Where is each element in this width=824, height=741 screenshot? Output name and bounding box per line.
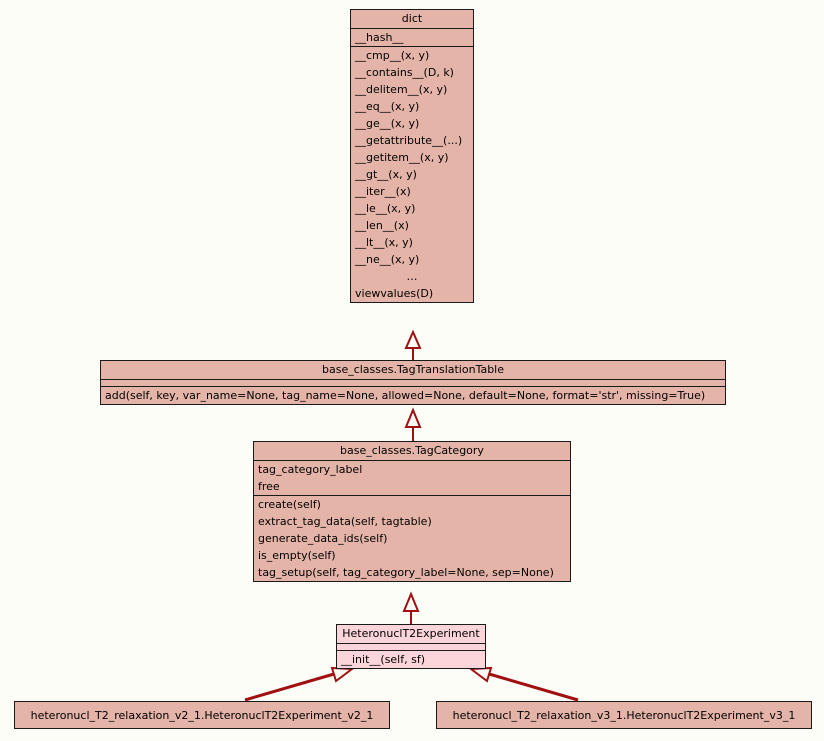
class-attributes-compartment-empty [101,379,725,386]
class-attributes-compartment: tag_category_label free [254,460,570,495]
edge-heteronuclt2experiment-to-tagcategory [402,591,420,624]
class-methods-compartment: __init__(self, sf) [337,650,485,668]
class-name-tagtranslationtable: base_classes.TagTranslationTable [321,363,505,376]
class-attributes-compartment: __hash__ [351,28,473,46]
method-row: extract_tag_data(self, tagtable) [258,515,432,528]
class-name-dict: dict [401,12,423,25]
class-title-compartment: base_classes.TagCategory [254,442,570,460]
class-box-tagcategory[interactable]: base_classes.TagCategory tag_category_la… [253,441,571,582]
edge-tagcategory-to-tagtranslationtable [404,407,422,441]
class-attributes-compartment-empty [337,643,485,650]
edge-tagtranslationtable-to-dict [404,329,422,360]
class-box-tagtranslationtable[interactable]: base_classes.TagTranslationTable add(sel… [100,360,726,405]
class-name-tagcategory: base_classes.TagCategory [340,444,484,457]
method-row: __getitem__(x, y) [355,151,449,164]
method-row: __ne__(x, y) [355,253,420,266]
attribute-row: __hash__ [355,31,404,44]
class-methods-compartment: add(self, key, var_name=None, tag_name=N… [101,386,725,404]
class-name-heteronuclt2experiment: HeteronuclT2Experiment [342,627,480,640]
method-row: viewvalues(D) [355,287,434,300]
attribute-row: tag_category_label [258,463,363,476]
attribute-row: free [258,480,280,493]
class-box-heteronuclt2experiment-v2-1[interactable]: heteronucl_T2_relaxation_v2_1.Heteronucl… [14,701,390,729]
method-row: __eq__(x, y) [355,100,420,113]
class-box-heteronuclt2experiment[interactable]: HeteronuclT2Experiment __init__(self, sf… [336,624,486,669]
class-box-heteronuclt2experiment-v3-1[interactable]: heteronucl_T2_relaxation_v3_1.Heteronucl… [436,701,812,729]
method-row: __le__(x, y) [355,202,416,215]
class-methods-compartment: __cmp__(x, y) __contains__(D, k) __delit… [351,46,473,302]
method-row-ellipsis: … [406,270,418,283]
class-name-heteronuclt2experiment-v3-1: heteronucl_T2_relaxation_v3_1.Heteronucl… [452,708,796,722]
method-row: __getattribute__(...) [355,134,463,147]
class-methods-compartment: create(self) extract_tag_data(self, tagt… [254,495,570,581]
method-row: __ge__(x, y) [355,117,420,130]
method-row: __iter__(x) [355,185,411,198]
method-row: __init__(self, sf) [341,653,426,666]
method-row: is_empty(self) [258,549,336,562]
method-row: __lt__(x, y) [355,236,413,249]
method-row: __gt__(x, y) [355,168,417,181]
method-row: create(self) [258,498,321,511]
method-row: generate_data_ids(self) [258,532,388,545]
method-row: __cmp__(x, y) [355,49,430,62]
class-title-compartment: dict [351,10,473,28]
method-row: __contains__(D, k) [355,66,454,79]
edge-v3-1-to-heteronuclt2experiment [468,666,579,702]
class-name-heteronuclt2experiment-v2-1: heteronucl_T2_relaxation_v2_1.Heteronucl… [30,708,374,722]
method-row: add(self, key, var_name=None, tag_name=N… [105,389,706,402]
method-row: __len__(x) [355,219,409,232]
method-row: __delitem__(x, y) [355,83,448,96]
class-title-compartment: base_classes.TagTranslationTable [101,361,725,379]
method-row: tag_setup(self, tag_category_label=None,… [258,566,554,579]
edge-v2-1-to-heteronuclt2experiment [244,666,355,702]
class-box-dict[interactable]: dict __hash__ __cmp__(x, y) __contains__… [350,9,474,303]
class-title-compartment: HeteronuclT2Experiment [337,625,485,643]
